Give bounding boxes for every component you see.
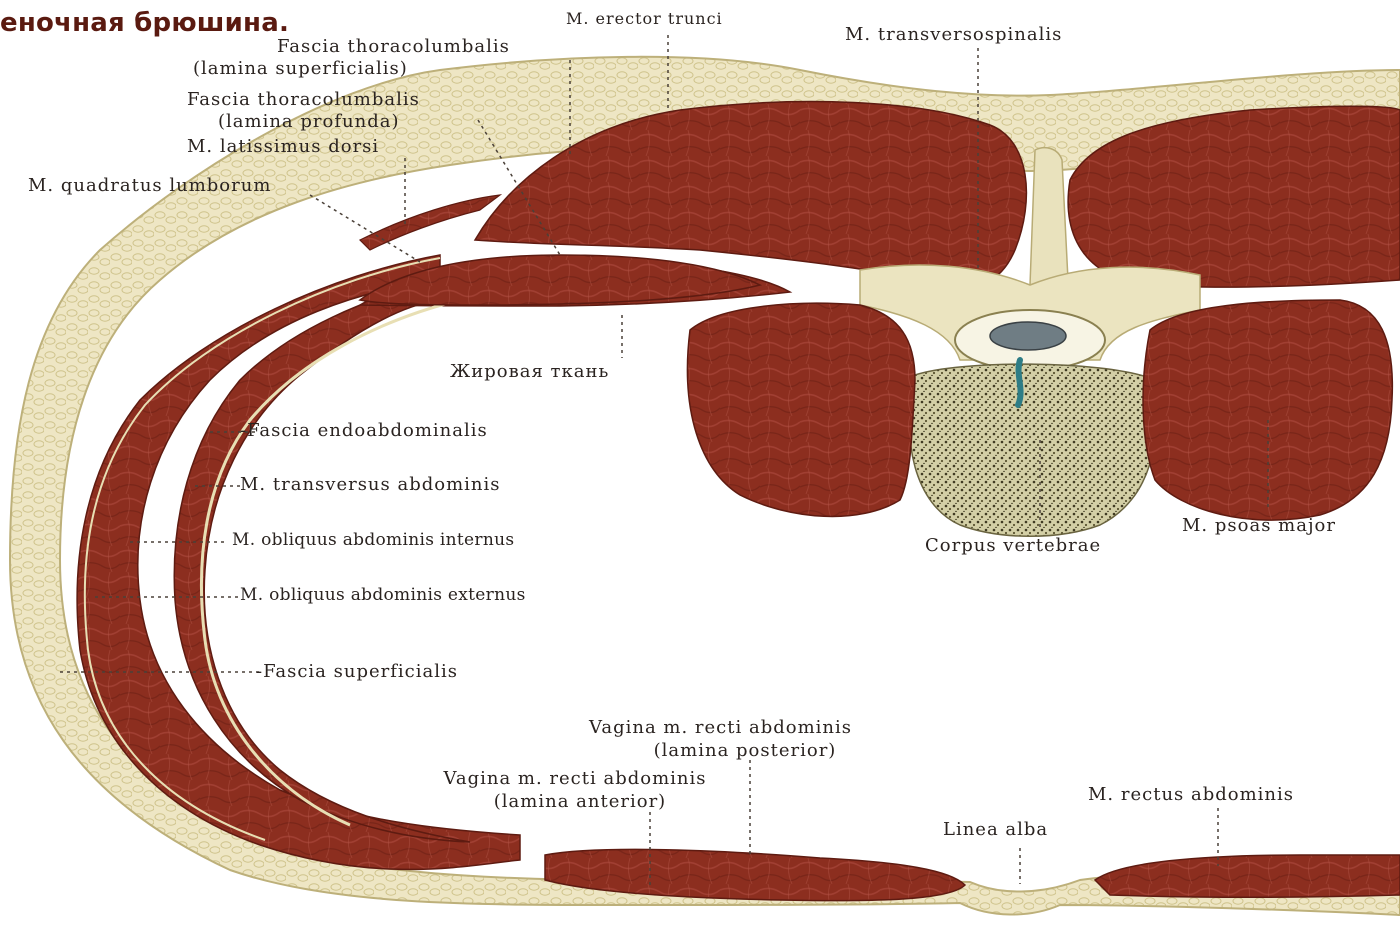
latissimus-dorsi-muscle-shape	[360, 195, 500, 250]
slide-title: еночная брюшина.	[0, 8, 289, 38]
label-vagina-anterior-1: Vagina m. recti abdominis	[395, 768, 755, 790]
label-fascia-endoabdominalis: -Fascia endoabdominalis	[240, 420, 488, 442]
label-vagina-posterior-2: (lamina posterior)	[600, 740, 890, 762]
label-linea-alba: Linea alba	[943, 819, 1048, 841]
label-fascia-tl-profunda-2: (lamina profunda)	[218, 111, 399, 133]
label-obliquus-internus: M. obliquus abdominis internus	[232, 529, 514, 551]
corpus-vertebrae-shape	[909, 364, 1155, 536]
psoas-major-right-shape	[1143, 300, 1392, 520]
label-transversus-abdominis: M. transversus abdominis	[240, 474, 501, 496]
label-corpus-vertebrae: Corpus vertebrae	[925, 535, 1101, 557]
label-vagina-posterior-1: Vagina m. recti abdominis	[538, 717, 903, 739]
label-fascia-superficialis: -Fascia superficialis	[256, 661, 458, 683]
spinous-process	[1030, 148, 1068, 296]
label-transversospinalis: M. transversospinalis	[845, 24, 1062, 46]
label-obliquus-externus: M. obliquus abdominis externus	[240, 584, 526, 606]
label-quadratus-lumborum: M. quadratus lumborum	[28, 175, 271, 197]
psoas-major-left-shape	[687, 303, 915, 516]
label-vagina-anterior-2: (lamina anterior)	[460, 791, 700, 813]
label-erector-trunci: M. erector trunci	[566, 8, 723, 30]
spinal-cord	[990, 322, 1066, 350]
intervertebral-vessel	[1018, 360, 1021, 405]
label-psoas-major: M. psoas major	[1182, 515, 1336, 537]
rectus-abdominis-right-shape	[1095, 855, 1400, 897]
label-fascia-tl-profunda-1: Fascia thoracolumbalis	[187, 89, 420, 111]
label-rectus-abdominis: M. rectus abdominis	[1088, 784, 1294, 806]
label-adipose-tissue: Жировая ткань	[450, 361, 609, 383]
label-fascia-tl-superficialis-1: Fascia thoracolumbalis	[277, 36, 510, 58]
label-fascia-tl-superficialis-2: (lamina superficialis)	[193, 58, 408, 80]
label-latissimus-dorsi: M. latissimus dorsi	[187, 136, 379, 158]
